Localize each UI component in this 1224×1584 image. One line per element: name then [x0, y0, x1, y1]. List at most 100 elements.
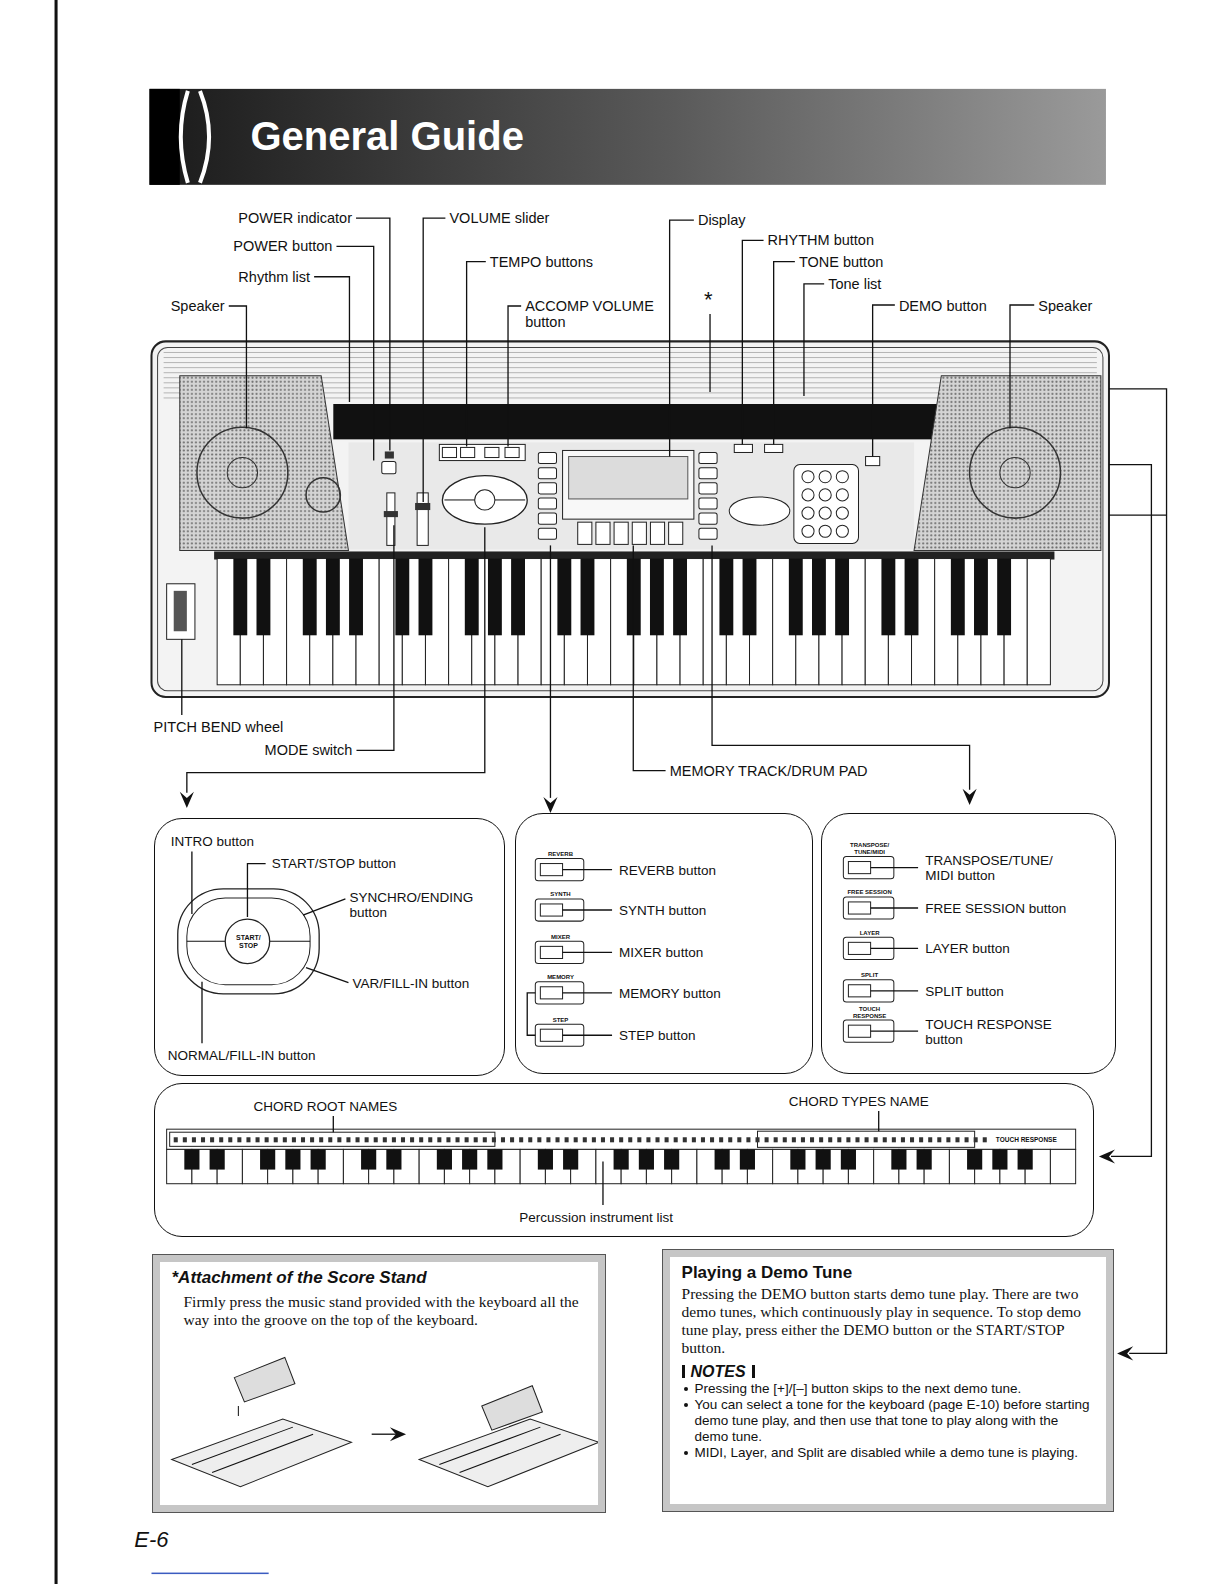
black-key [673, 559, 687, 636]
note-item: You can select a tone for the keyboard (… [682, 1397, 1095, 1445]
part-label: Tone list [828, 276, 881, 292]
track-button [650, 522, 664, 544]
leader-line [356, 218, 390, 450]
strip-mark [728, 1137, 732, 1142]
leader-line [201, 982, 202, 1044]
callout-panel: INTRO buttonSTART/STOP buttonSYNCHRO/END… [154, 818, 505, 1076]
panel-button [538, 483, 556, 494]
strip-mark [346, 1137, 350, 1142]
top-stripe [164, 372, 1097, 373]
callout-mark: * [704, 289, 713, 311]
black-key [841, 1149, 856, 1169]
black-key [905, 559, 919, 636]
leader-line [303, 899, 345, 915]
black-key [743, 559, 757, 636]
leader-line [709, 314, 710, 392]
black-key [419, 559, 433, 636]
chord-type-box [758, 1131, 975, 1147]
strip-mark [274, 1137, 278, 1142]
button-label: INTRO button [171, 834, 254, 849]
leader-line [333, 1116, 334, 1132]
strip-mark [701, 1137, 705, 1142]
keypad-key [819, 471, 831, 483]
control-area [348, 442, 914, 549]
notes-heading: NOTES [682, 1362, 1095, 1381]
button-icon-inner [848, 985, 870, 997]
leader-line [774, 262, 795, 445]
strip-mark [228, 1137, 232, 1142]
strip-mark [501, 1137, 505, 1142]
part-label: TONE button [799, 254, 883, 270]
black-key [437, 1149, 452, 1169]
tempo-group [439, 444, 525, 460]
strip-mark [474, 1137, 478, 1142]
strip-mark [919, 1137, 923, 1142]
part-label: ACCOMP VOLUME button [525, 298, 664, 330]
lcd-screen [569, 457, 688, 499]
button-label: VAR/FILL-IN button [352, 976, 469, 991]
speaker-cone [970, 427, 1061, 518]
leader-line [356, 525, 393, 750]
panel-button [699, 498, 717, 509]
title-block [149, 89, 179, 185]
strip-mark [901, 1137, 905, 1142]
part-label: TEMPO buttons [490, 254, 593, 270]
keyboard-body [152, 341, 1109, 697]
button-icon-inner [540, 946, 562, 958]
strip-mark [437, 1137, 441, 1142]
page-title: General Guide [250, 113, 523, 159]
black-key [511, 559, 525, 636]
strip-mark [710, 1137, 714, 1142]
tone-button [765, 444, 783, 452]
strip-mark [446, 1137, 450, 1142]
button-cluster-inner [187, 898, 310, 985]
black-key [881, 559, 895, 636]
track-button [669, 522, 683, 544]
black-key [386, 1149, 401, 1169]
button-label: LAYER button [925, 941, 1010, 956]
keypad-key [836, 525, 848, 537]
strip-mark [737, 1137, 741, 1142]
button-label: SYNCHRO/ENDING button [349, 890, 490, 920]
leader-line [181, 639, 182, 715]
arrow-head [1117, 1346, 1133, 1360]
strip-mark [292, 1137, 296, 1142]
note-item: MIDI, Layer, and Split are disabled whil… [682, 1445, 1095, 1461]
cursor-cluster [729, 497, 790, 525]
part-label: MEMORY TRACK/DRUM PAD [670, 763, 868, 779]
bracket-line [527, 993, 535, 1035]
leader-line [871, 1031, 918, 1032]
black-key [462, 1149, 477, 1169]
part-label: Speaker [171, 298, 225, 314]
strip-mark [837, 1137, 841, 1142]
strip-mark [828, 1137, 832, 1142]
button-label: SPLIT button [925, 984, 1004, 999]
button-label: CHORD ROOT NAMES [253, 1099, 397, 1114]
strip-mark [192, 1137, 196, 1142]
part-label: PITCH BEND wheel [154, 719, 284, 735]
black-key [812, 559, 826, 636]
cluster-line [444, 499, 474, 500]
button-label: TRANSPOSE/TUNE/ MIDI button [925, 853, 1077, 883]
strip-mark [746, 1137, 750, 1142]
keypad-key [819, 489, 831, 501]
panel-button [538, 468, 556, 479]
black-key [210, 1149, 225, 1169]
arrow-head [963, 789, 977, 805]
button-label: TOUCH RESPONSE button [925, 1017, 1077, 1047]
strip-mark [265, 1137, 269, 1142]
button-caption: FREE SESSION [844, 889, 895, 896]
strip-mark [792, 1137, 796, 1142]
strip-mark [719, 1137, 723, 1142]
panel-button [538, 498, 556, 509]
keypad-key [819, 525, 831, 537]
button-label: SYNTH button [619, 903, 706, 918]
pointer-line [187, 527, 485, 793]
stand-sketch [234, 1357, 295, 1401]
part-label: VOLUME slider [449, 210, 549, 226]
panel-button [538, 452, 556, 463]
black-key [917, 1149, 932, 1169]
arrow-head [1099, 1149, 1115, 1163]
strip-mark [483, 1137, 487, 1142]
